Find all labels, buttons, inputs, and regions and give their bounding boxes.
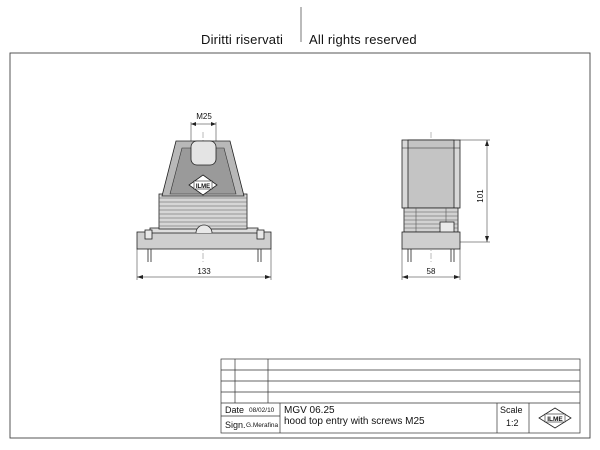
front-base-flange: [136, 231, 272, 250]
front-screw-left: [144, 229, 153, 240]
scale-value: 1:2: [506, 418, 519, 428]
side-base: [401, 231, 461, 250]
dimension-101: 101: [476, 189, 485, 203]
date-label: Date: [225, 405, 245, 415]
dimension-m25: M25: [196, 112, 212, 121]
rights-reserved-italian: Diritti riservati: [201, 32, 284, 47]
dimension-58: 58: [427, 267, 436, 276]
front-cable-entry: [190, 140, 217, 166]
dimension-133: 133: [197, 267, 211, 276]
sign-label: Sign.: [225, 420, 246, 430]
title-block-logo-text: ILME: [547, 416, 563, 423]
drawing-frame: [9, 52, 591, 439]
title-block-ilme-logo-icon: [538, 407, 572, 429]
sign-value: G.Merafina: [246, 422, 279, 429]
date-value: 08/02/10: [249, 407, 275, 414]
front-ilme-logo-icon: [188, 174, 218, 196]
part-code: MGV 06.25: [284, 405, 335, 416]
front-screw-right: [256, 229, 265, 240]
front-logo-text: ILME: [196, 184, 210, 190]
part-description: hood top entry with screws M25: [284, 416, 425, 427]
front-ribbed-body: [158, 193, 248, 230]
title-block: [220, 358, 581, 434]
side-view: [401, 132, 490, 280]
scale-label: Scale: [500, 405, 523, 415]
rights-reserved-english: All rights reserved: [309, 32, 417, 47]
front-view: [136, 122, 272, 280]
